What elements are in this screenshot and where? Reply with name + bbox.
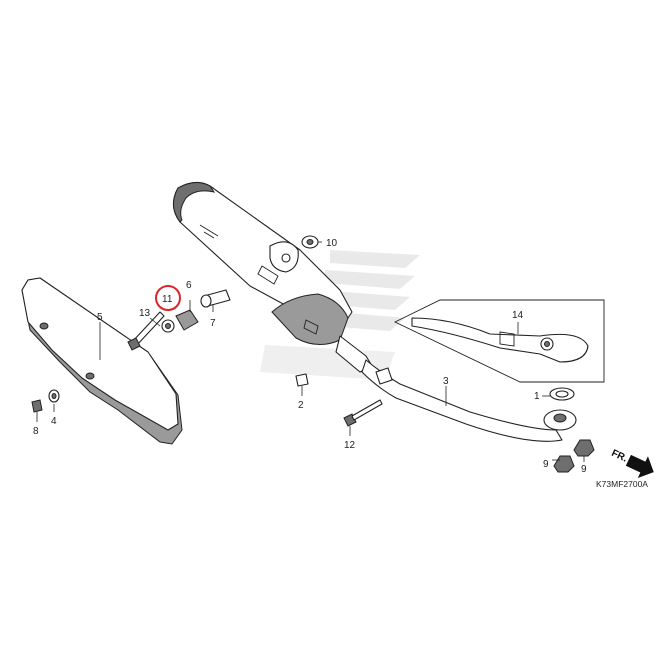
exhaust-pipe bbox=[361, 359, 577, 442]
inset-detail bbox=[393, 299, 605, 383]
rubber-10 bbox=[301, 235, 319, 249]
diagram-code: K73MF2700A bbox=[596, 479, 648, 489]
bolt-8 bbox=[31, 399, 43, 413]
callout-9-right: 9 bbox=[581, 464, 587, 475]
clip-2 bbox=[295, 373, 309, 387]
flange-nut-right bbox=[573, 439, 595, 457]
collar-washer bbox=[161, 289, 231, 333]
callout-10: 10 bbox=[326, 238, 338, 249]
callout-4: 4 bbox=[51, 416, 57, 427]
callout-8: 8 bbox=[33, 426, 39, 437]
callout-12: 12 bbox=[344, 440, 356, 451]
callout-6: 6 bbox=[186, 280, 192, 291]
front-direction-arrow bbox=[625, 454, 654, 478]
callout-14: 14 bbox=[512, 310, 524, 321]
callout-9-left: 9 bbox=[543, 459, 549, 470]
callout-7: 7 bbox=[210, 318, 216, 329]
callout-13: 13 bbox=[139, 308, 151, 319]
callout-5: 5 bbox=[97, 312, 103, 323]
callout-2: 2 bbox=[298, 400, 304, 411]
bolt-12 bbox=[343, 399, 383, 427]
muffler bbox=[172, 181, 373, 373]
callout-3: 3 bbox=[443, 376, 449, 387]
gasket bbox=[549, 387, 575, 401]
highlight-ring bbox=[155, 285, 181, 311]
callout-1: 1 bbox=[534, 391, 540, 402]
bolt-13 bbox=[127, 311, 165, 351]
leader-lines bbox=[36, 241, 585, 462]
flange-nut-left bbox=[553, 455, 575, 473]
washer-4 bbox=[48, 389, 60, 403]
front-label: FR. bbox=[610, 448, 629, 465]
callout-11: 11 bbox=[162, 294, 173, 305]
